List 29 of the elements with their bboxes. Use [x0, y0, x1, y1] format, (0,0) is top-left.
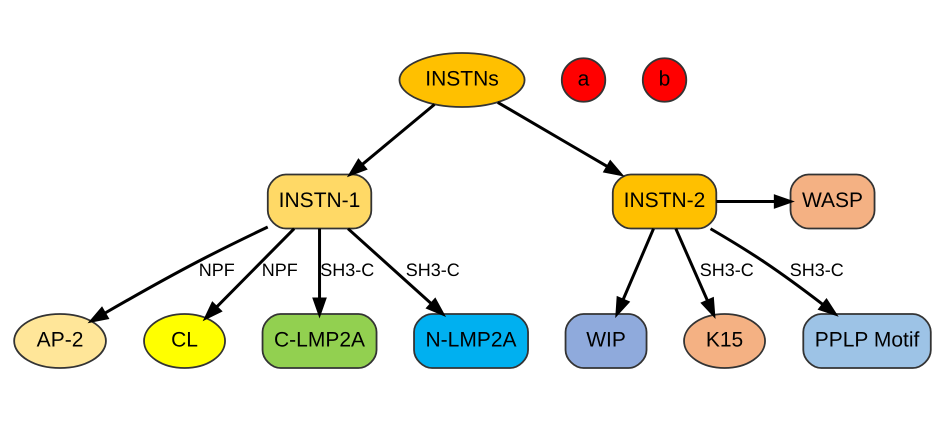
node-ellipse: K15: [683, 313, 766, 369]
node-circle: a: [560, 57, 606, 103]
edge-label: SH3-C: [320, 260, 374, 280]
edge-label: NPF: [262, 260, 298, 280]
node-box: PPLP Motif: [802, 313, 932, 369]
node-circle: b: [642, 57, 688, 103]
node-ellipse: INSTNs: [398, 52, 526, 108]
arrow: [674, 228, 716, 319]
node-box: WIP: [564, 313, 648, 369]
node-box: INSTN-2: [612, 174, 718, 230]
arrow: [710, 227, 839, 317]
edge-label: SH3-C: [790, 260, 844, 280]
arrow: [88, 226, 268, 324]
node-ellipse: AP-2: [13, 313, 107, 369]
edge-label: SH3-C: [406, 260, 460, 280]
node-box: N-LMP2A: [413, 313, 529, 369]
arrow: [347, 228, 446, 317]
node-box: C-LMP2A: [262, 313, 378, 369]
arrow: [202, 228, 296, 322]
node-box: INSTN-1: [266, 174, 372, 230]
arrow: [615, 228, 655, 318]
arrow: [497, 101, 625, 177]
node-box: WASP: [790, 174, 876, 230]
arrow: [716, 194, 795, 209]
edge-label: SH3-C: [700, 260, 754, 280]
arrow: [346, 103, 436, 178]
edge-label: NPF: [198, 260, 235, 280]
node-ellipse: CL: [143, 313, 226, 369]
arrow: [312, 228, 327, 318]
